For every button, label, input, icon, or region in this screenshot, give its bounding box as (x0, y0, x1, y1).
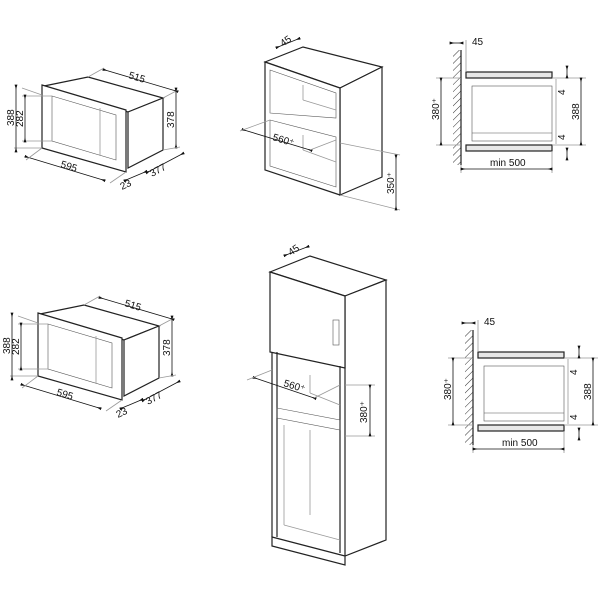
dim-niche-width: 560⁺ (282, 378, 306, 395)
dim-total-height: 388 (6, 109, 17, 126)
dim-depth: 515 (123, 298, 143, 314)
dim-body-depth: 377 (144, 390, 164, 408)
dim-niche-height: 380⁺ (431, 98, 442, 120)
dim-gap: 45 (484, 317, 496, 328)
dim-niche-height: 380⁺ (443, 378, 454, 400)
side-view-drawing (448, 320, 598, 453)
dim-width: 595 (55, 387, 75, 403)
side-view-diagram-bottom: 45 380⁺ 388 4 4 min 500 (443, 317, 598, 453)
dim-gap: 45 (472, 37, 484, 48)
dim-depth: min 500 (502, 438, 538, 449)
microwave-diagram-bottom: 515 388 282 378 595 23 377 (2, 296, 178, 421)
dim-niche-height: 380⁺ (359, 401, 370, 423)
dim-inner-height: 282 (15, 110, 26, 127)
tall-cabinet-diagram: 45 560⁺ 380⁺ (246, 243, 388, 566)
dim-width: 595 (59, 159, 79, 175)
dim-body-depth: 377 (148, 162, 168, 180)
dim-niche-height: 350⁺ (386, 172, 397, 194)
wall-cabinet-diagram: 45 560⁺ 350⁺ (239, 34, 401, 211)
dim-top-margin: 4 (569, 369, 580, 375)
dim-top-margin: 4 (557, 89, 568, 95)
dim-inner-height: 282 (11, 338, 22, 355)
dim-body-height: 378 (162, 339, 173, 356)
side-view-drawing (436, 40, 586, 173)
side-view-diagram-top: 45 380⁺ 388 4 4 min 500 (431, 37, 586, 173)
dim-depth: min 500 (490, 158, 526, 169)
dim-top-gap: 45 (278, 34, 294, 50)
microwave-diagram-top: 515 388 282 378 595 23 377 (6, 68, 182, 193)
dim-depth: 515 (127, 70, 147, 86)
dim-total-height: 388 (2, 337, 13, 354)
dim-bottom-margin: 4 (557, 134, 568, 140)
dim-height: 388 (583, 383, 594, 400)
dim-frame: 23 (115, 406, 130, 421)
dim-bottom-margin: 4 (569, 414, 580, 420)
dim-body-height: 378 (166, 111, 177, 128)
dim-frame: 23 (119, 178, 134, 193)
dim-top-gap: 45 (286, 243, 302, 259)
door-handle (332, 319, 340, 346)
dim-height: 388 (571, 103, 582, 120)
